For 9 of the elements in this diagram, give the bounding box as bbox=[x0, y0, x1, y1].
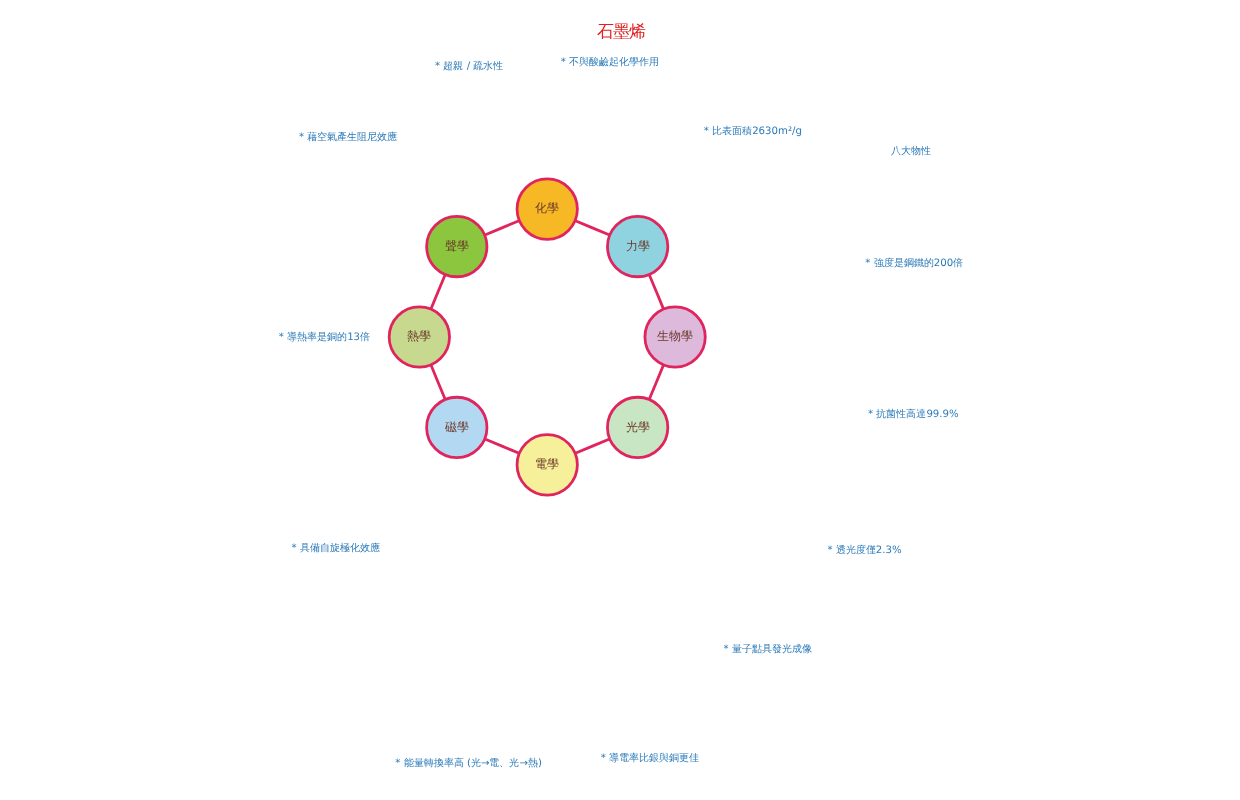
connector bbox=[573, 437, 610, 455]
connector bbox=[647, 364, 664, 400]
connector bbox=[647, 274, 664, 310]
connector bbox=[428, 274, 446, 310]
connector bbox=[483, 437, 519, 455]
connector bbox=[573, 219, 610, 237]
connector bbox=[428, 364, 446, 400]
diagram-title: 石墨烯 bbox=[596, 20, 644, 41]
connector bbox=[483, 219, 519, 237]
